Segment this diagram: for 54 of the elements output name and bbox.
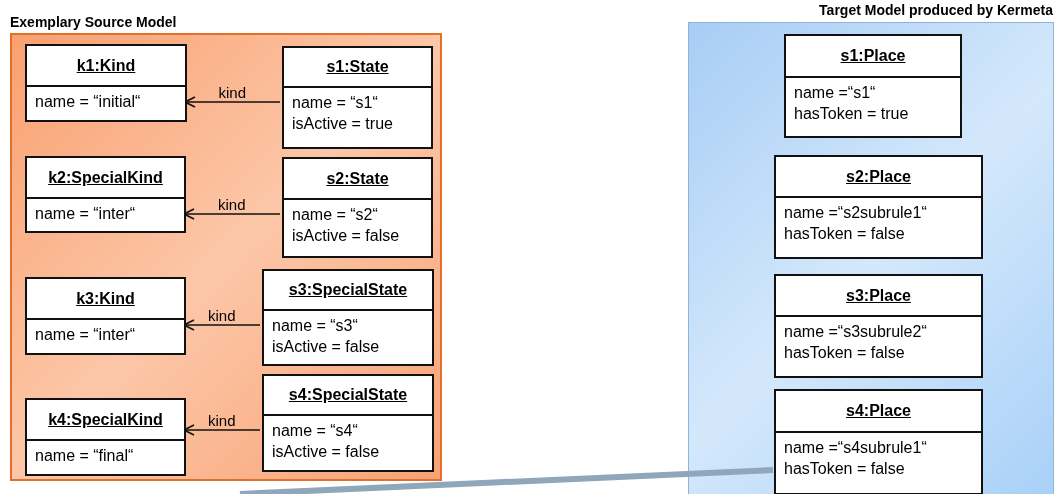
attribute-text: name = “s2“ xyxy=(292,205,379,225)
object-box xyxy=(774,274,983,378)
object-name: s4:Place xyxy=(846,402,911,420)
object-name: s3:SpecialState xyxy=(288,281,408,299)
object-box xyxy=(282,157,433,258)
attribute-text: isActive = false xyxy=(292,226,401,246)
panel-heading: Target Model produced by Kermeta xyxy=(819,2,1053,18)
edge-label: kind xyxy=(208,412,236,429)
object-box xyxy=(774,389,983,494)
object-box xyxy=(262,374,434,472)
object-name: s2:State xyxy=(326,169,389,188)
object-box xyxy=(262,269,434,366)
attribute-text: isActive = false xyxy=(272,337,381,357)
association-arrow xyxy=(184,96,281,108)
panel-heading: Exemplary Source Model xyxy=(10,14,177,30)
attribute-text: name = “initial“ xyxy=(35,92,142,112)
object-box xyxy=(282,46,433,149)
object-name: s2:Place xyxy=(846,167,911,186)
attribute-text: name = “s4“ xyxy=(272,421,359,441)
association-arrow xyxy=(183,424,261,436)
object-box xyxy=(774,155,983,259)
edge-label: kind xyxy=(218,84,247,101)
object-box xyxy=(25,44,187,122)
attribute-text: hasToken = true xyxy=(794,104,910,124)
object-name: k1:Kind xyxy=(76,56,136,75)
attribute-text: name =“s1“ xyxy=(794,83,877,103)
object-name: k3:Kind xyxy=(76,289,135,308)
object-name: s1:Place xyxy=(840,47,906,65)
attribute-text: isActive = true xyxy=(292,114,394,134)
object-box xyxy=(25,398,186,476)
attribute-text: hasToken = false xyxy=(784,343,906,363)
edge-label: kind xyxy=(218,196,246,213)
object-box xyxy=(25,277,186,355)
object-name: s1:State xyxy=(326,58,389,76)
attribute-text: isActive = false xyxy=(272,442,381,462)
attribute-text: name = “final“ xyxy=(35,446,135,466)
association-arrow xyxy=(183,319,261,331)
object-box xyxy=(784,34,962,138)
attribute-text: name = “inter“ xyxy=(35,325,137,345)
object-name: k4:SpecialKind xyxy=(48,410,163,429)
attribute-text: name = “inter“ xyxy=(35,204,137,224)
association-arrow xyxy=(183,208,281,220)
object-name: s3:Place xyxy=(846,286,911,305)
edge-label: kind xyxy=(208,307,236,324)
object-name: k2:SpecialKind xyxy=(48,168,163,187)
attribute-text: name = “s3“ xyxy=(272,316,359,336)
object-box xyxy=(25,156,186,233)
attribute-text: hasToken = false xyxy=(784,224,906,244)
attribute-text: name =“s3subrule2“ xyxy=(784,322,928,342)
attribute-text: hasToken = false xyxy=(784,459,906,479)
attribute-text: name =“s2subrule1“ xyxy=(784,203,928,223)
attribute-text: name = “s1“ xyxy=(292,93,379,113)
attribute-text: name =“s4subrule1“ xyxy=(784,438,928,458)
object-name: s4:SpecialState xyxy=(288,386,408,404)
